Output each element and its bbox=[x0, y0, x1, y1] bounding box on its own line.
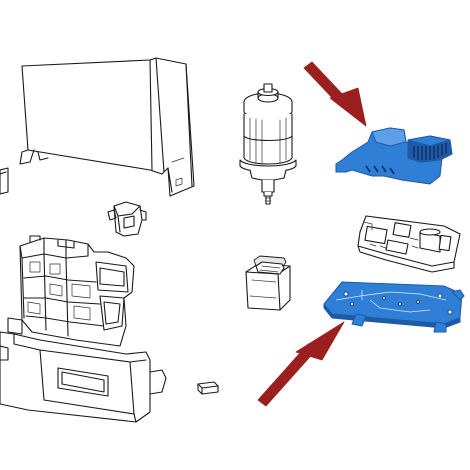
control-board bbox=[357, 215, 461, 273]
side-clip bbox=[0, 167, 9, 195]
base-housing bbox=[0, 235, 167, 423]
arrow-to-plate bbox=[257, 321, 345, 407]
control-unit-cover[interactable] bbox=[335, 127, 453, 185]
transformer bbox=[245, 255, 291, 311]
mounting-bracket bbox=[107, 201, 147, 237]
housing-cover bbox=[19, 57, 195, 197]
arrow-to-cover bbox=[303, 61, 367, 127]
control-board-mounting-plate[interactable] bbox=[323, 281, 465, 333]
small-connector bbox=[197, 381, 219, 395]
motor bbox=[239, 83, 297, 205]
